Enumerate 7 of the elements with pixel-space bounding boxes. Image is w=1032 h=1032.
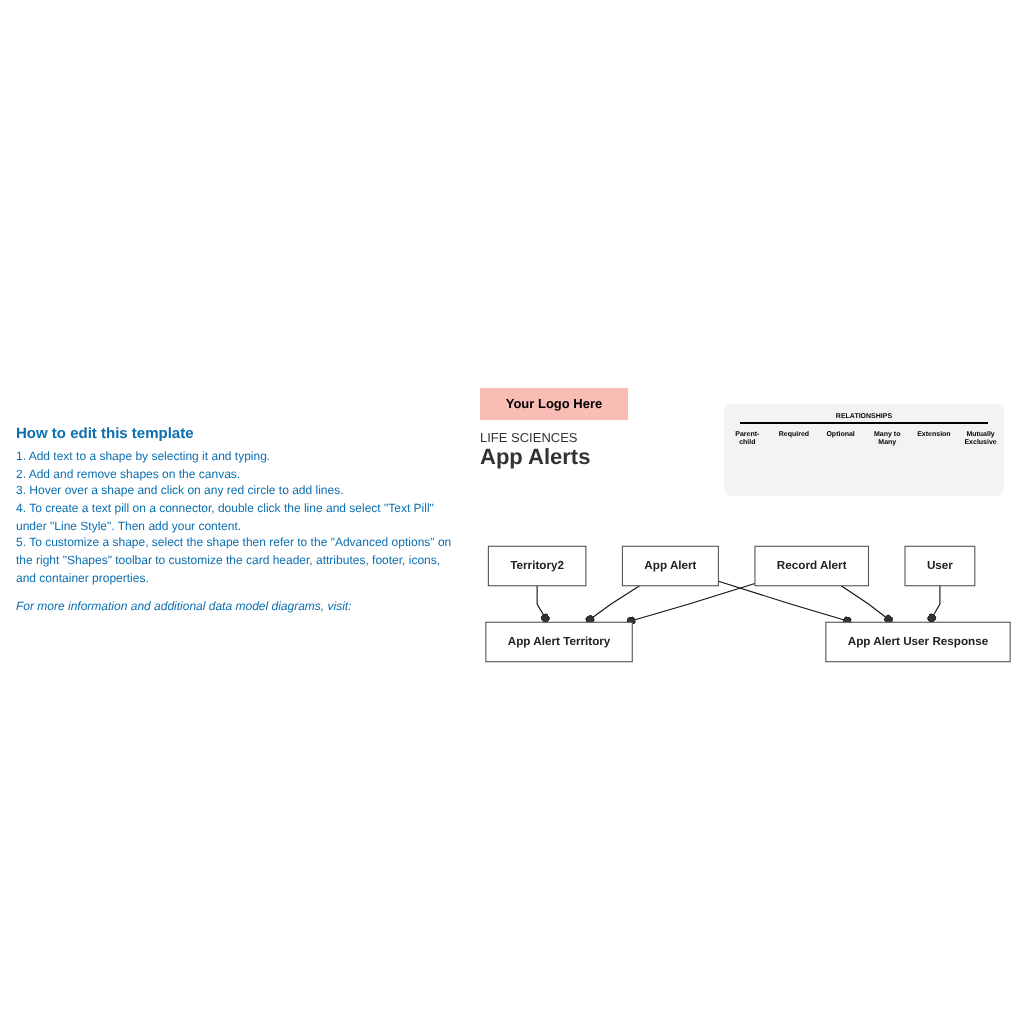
title: App Alerts	[480, 446, 591, 470]
connector	[536, 585, 550, 623]
connector	[585, 585, 641, 624]
connector	[840, 585, 893, 624]
connector	[717, 580, 853, 626]
connector	[626, 583, 756, 626]
connector	[927, 585, 941, 623]
